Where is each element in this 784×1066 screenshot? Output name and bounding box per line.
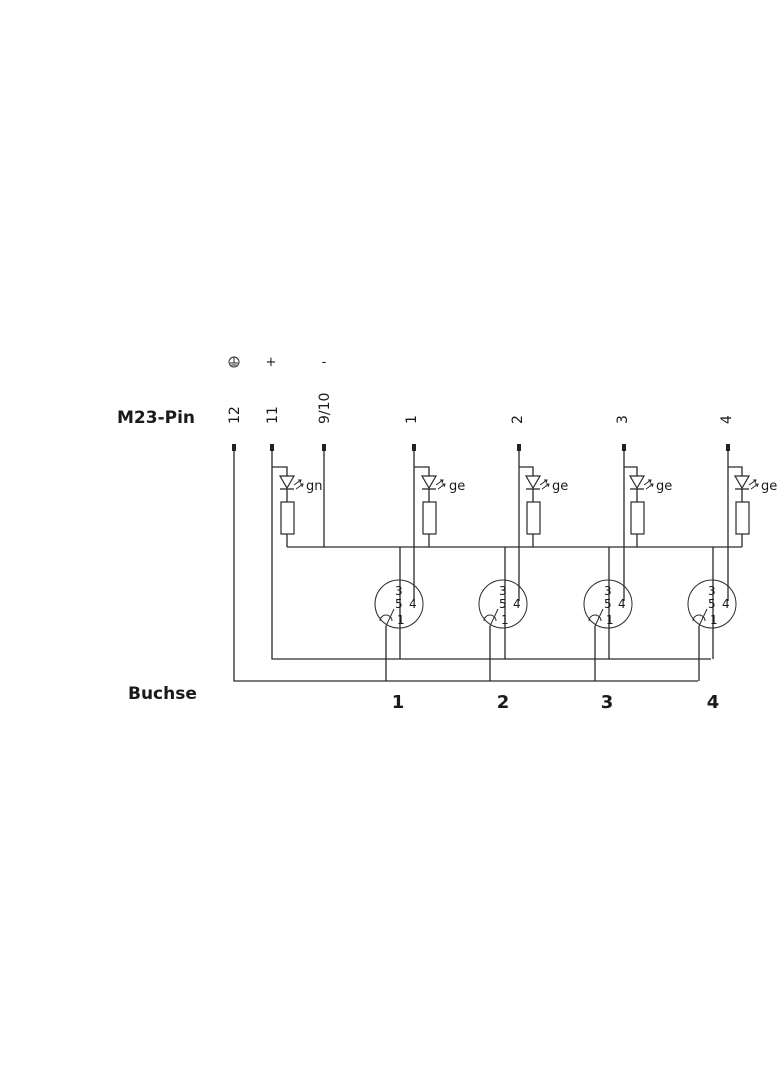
channel-1-led-color: ge — [449, 479, 465, 494]
socket-pin-1: 1 — [710, 613, 718, 627]
socket-4-face — [687, 579, 737, 629]
socket-3-face — [583, 579, 633, 629]
buchse-label: Buchse — [128, 684, 197, 704]
socket-2-face — [478, 579, 528, 629]
pin-label-channel-2: 2 — [510, 415, 526, 424]
power-led-color: gn — [306, 479, 323, 494]
channel-2-led-color: ge — [552, 479, 568, 494]
socket-number-1: 1 — [392, 692, 405, 713]
pin-label-plus: 11 — [265, 406, 281, 424]
socket-pin-3: 3 — [708, 584, 716, 598]
pin-label-channel-1: 1 — [404, 415, 420, 424]
channel-3: ge 3 5 4 1 3 — [583, 451, 672, 713]
socket-pin-4: 4 — [409, 597, 417, 611]
socket-number-3: 3 — [601, 692, 614, 713]
supply-wires — [233, 451, 742, 682]
light-rays-icon — [539, 479, 550, 490]
socket-pin-5: 5 — [708, 597, 716, 611]
socket-number-2: 2 — [497, 692, 510, 713]
channel-2: ge 3 5 4 1 2 — [478, 451, 568, 713]
socket-pin-4: 4 — [722, 597, 730, 611]
channel-4-led-color: ge — [761, 479, 777, 494]
pin-label-minus: 9/10 — [317, 393, 333, 424]
socket-pin-3: 3 — [604, 584, 612, 598]
socket-pin-1: 1 — [501, 613, 509, 627]
socket-pin-1: 1 — [397, 613, 405, 627]
channel-3-led-color: ge — [656, 479, 672, 494]
light-rays-icon — [435, 479, 446, 490]
channel-1: ge 3 5 4 1 1 — [374, 451, 465, 713]
socket-pin-1: 1 — [606, 613, 614, 627]
channel-4: ge 3 5 4 1 4 — [687, 451, 777, 713]
pin-label-ground: 12 — [227, 406, 243, 424]
power-led: gn — [272, 466, 323, 547]
socket-pin-4: 4 — [513, 597, 521, 611]
socket-pin-3: 3 — [499, 584, 507, 598]
pin-label-channel-3: 3 — [615, 415, 631, 424]
socket-1-face — [374, 579, 424, 629]
pin-label-channel-4: 4 — [719, 415, 735, 424]
socket-pin-5: 5 — [395, 597, 403, 611]
socket-pin-5: 5 — [499, 597, 507, 611]
socket-pin-5: 5 — [604, 597, 612, 611]
plus-symbol: + — [266, 355, 277, 370]
pin-terminals — [232, 444, 730, 451]
socket-pin-4: 4 — [618, 597, 626, 611]
ground-icon — [228, 356, 240, 368]
m23-pin-label: M23-Pin — [117, 408, 195, 428]
light-rays-icon — [293, 479, 304, 490]
light-rays-icon — [748, 479, 759, 490]
light-rays-icon — [643, 479, 654, 490]
socket-number-4: 4 — [707, 692, 720, 713]
minus-symbol: - — [322, 355, 327, 370]
socket-pin-3: 3 — [395, 584, 403, 598]
